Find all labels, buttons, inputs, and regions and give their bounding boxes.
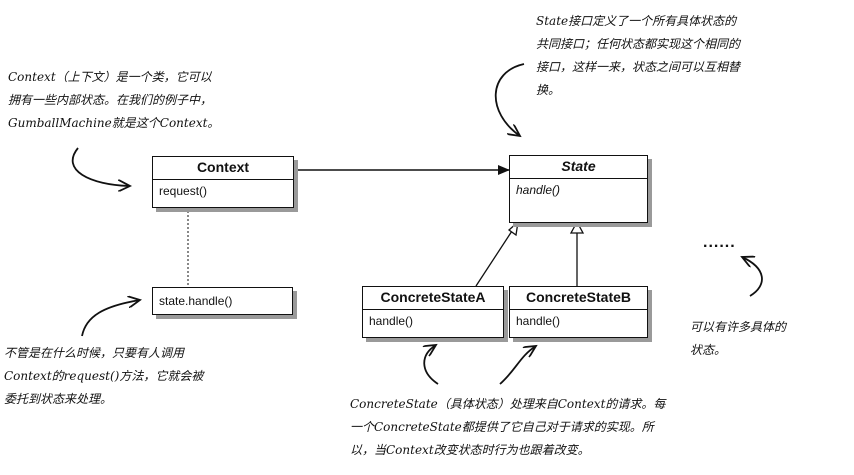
concrete-state-b-name: ConcreteStateB [510, 287, 647, 310]
more-states-ellipsis: ...... [703, 234, 736, 251]
state-annotation-line: 共同接口；任何状态都实现这个相同的 [536, 37, 741, 51]
many-states-annotation: 可以有许多具体的 状态。 [690, 316, 786, 362]
inheritance-line-a [475, 230, 513, 287]
concrete-annotation-line: ConcreteState（具体状态）处理来自Context的请求。每 [350, 397, 666, 411]
context-annotation-line: GumballMachine就是这个Context。 [8, 116, 220, 130]
pointer-arrow-state [494, 63, 525, 136]
state-interface-box: State handle() [509, 155, 648, 223]
pointer-arrow-context [71, 147, 130, 186]
context-class-name: Context [153, 157, 293, 180]
concrete-state-a-handle: handle() [369, 314, 414, 328]
state-annotation: State接口定义了一个所有具体状态的 共同接口；任何状态都实现这个相同的 接口… [536, 10, 740, 102]
context-annotation-line: 拥有一些内部状态。在我们的例子中， [8, 93, 213, 107]
delegate-annotation: 不管是在什么时候，只要有人调用 Context的request()方法，它就会被… [4, 342, 203, 411]
pointer-arrow-delegate [81, 300, 140, 337]
state-annotation-line: 接口，这样一来，状态之间可以互相替 [536, 60, 741, 74]
many-states-annotation-line: 状态。 [690, 343, 727, 357]
delegate-note-box: state.handle() [152, 287, 293, 315]
inheritance-arrowhead-a [507, 220, 519, 237]
state-annotation-line: 换。 [536, 83, 561, 97]
concrete-annotation-line: 以，当Context改变状态时行为也跟着改变。 [350, 443, 590, 457]
pointer-arrow-concrete-a [424, 345, 439, 385]
state-interface-name: State [510, 156, 647, 179]
pointer-arrow-many-states [742, 257, 763, 297]
concrete-annotation-line: 一个ConcreteState都提供了它自己对于请求的实现。所 [350, 420, 654, 434]
context-annotation-line: Context（上下文）是一个类，它可以 [8, 70, 212, 84]
delegate-annotation-line: 委托到状态来处理。 [4, 392, 113, 406]
pointer-arrow-concrete-b [499, 346, 536, 385]
delegate-annotation-line: Context的request()方法，它就会被 [4, 369, 204, 383]
concrete-state-b-box: ConcreteStateB handle() [509, 286, 648, 338]
delegate-note-text: state.handle() [159, 294, 233, 308]
concrete-state-a-box: ConcreteStateA handle() [362, 286, 504, 338]
state-annotation-line: State接口定义了一个所有具体状态的 [536, 14, 737, 28]
concrete-state-a-name: ConcreteStateA [363, 287, 503, 310]
concrete-state-b-handle: handle() [516, 314, 561, 328]
delegate-annotation-line: 不管是在什么时候，只要有人调用 [4, 346, 185, 360]
context-annotation: Context（上下文）是一个类，它可以 拥有一些内部状态。在我们的例子中， G… [8, 66, 219, 135]
context-class-box: Context request() [152, 156, 294, 208]
state-handle-method: handle() [516, 183, 561, 197]
context-request-method: request() [159, 184, 208, 198]
concrete-annotation: ConcreteState（具体状态）处理来自Context的请求。每 一个Co… [350, 393, 665, 462]
inheritance-arrowhead-b [569, 220, 585, 234]
many-states-annotation-line: 可以有许多具体的 [690, 320, 787, 334]
